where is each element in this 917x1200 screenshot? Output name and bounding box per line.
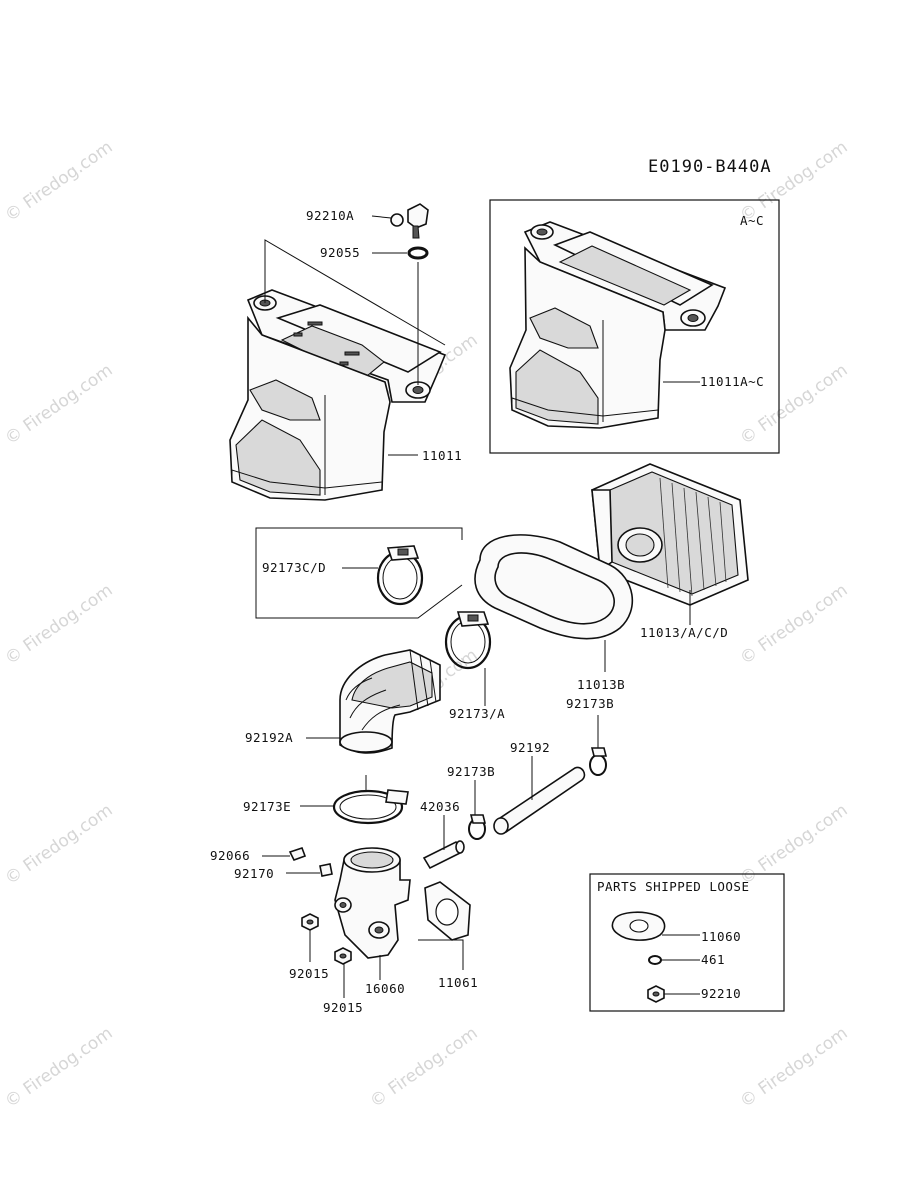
- part-label-11013-a-c-d[interactable]: 11013/A/C/D: [640, 625, 728, 640]
- washer-461: [648, 955, 662, 965]
- watermark: © Firedog.com: [366, 1023, 481, 1112]
- part-label-92173b-lower[interactable]: 92173B: [447, 764, 495, 779]
- pre-cleaner-foam: [474, 534, 634, 640]
- cap-92066: [288, 846, 307, 861]
- hose-clamp-92173b-upper: [589, 747, 608, 776]
- watermark: © Firedog.com: [1, 580, 116, 669]
- nut-92015-left: [301, 913, 319, 931]
- hose-clamp-92173-a: [444, 611, 492, 670]
- air-filter-element: [591, 463, 749, 606]
- part-label-11011[interactable]: 11011: [422, 448, 462, 463]
- part-label-11011a-c[interactable]: 11011A~C: [700, 374, 764, 389]
- part-label-92170[interactable]: 92170: [234, 866, 274, 881]
- watermark: © Firedog.com: [736, 580, 851, 669]
- watermark: © Firedog.com: [1, 800, 116, 889]
- inset-variant-label: A~C: [740, 213, 764, 228]
- hose-clamp-92173c-d: [376, 545, 424, 606]
- diagram-code: E0190-B440A: [648, 157, 772, 177]
- part-label-92015-lower[interactable]: 92015: [323, 1000, 363, 1015]
- part-label-92173e[interactable]: 92173E: [243, 799, 291, 814]
- variant-inset-box: [489, 199, 780, 454]
- nut-92015-lower: [334, 947, 352, 965]
- breather-pipe-42036: [422, 840, 465, 870]
- part-label-92192[interactable]: 92192: [510, 740, 550, 755]
- part-label-92210a[interactable]: 92210A: [306, 208, 354, 223]
- part-label-461[interactable]: 461: [701, 952, 725, 967]
- part-label-92055[interactable]: 92055: [320, 245, 360, 260]
- part-label-11061[interactable]: 11061: [438, 975, 478, 990]
- leader-line: [264, 239, 446, 346]
- clip-92170: [319, 863, 333, 877]
- part-label-11060[interactable]: 11060: [701, 929, 741, 944]
- intake-pipe-16060: [334, 847, 411, 959]
- washer-92055: [407, 246, 429, 260]
- part-label-92173c-d[interactable]: 92173C/D: [262, 560, 326, 575]
- watermark: © Firedog.com: [736, 1023, 851, 1112]
- gasket-11061: [424, 881, 471, 941]
- hose-clamp-92173b-lower: [468, 814, 487, 840]
- hose-clamp-92173e: [332, 789, 409, 825]
- breather-hose-92192: [493, 766, 586, 835]
- intake-elbow-92192a: [339, 649, 441, 754]
- part-label-92192a[interactable]: 92192A: [245, 730, 293, 745]
- watermark: © Firedog.com: [1, 1023, 116, 1112]
- part-label-92173b-upper[interactable]: 92173B: [566, 696, 614, 711]
- air-cleaner-cover-variant: [509, 221, 727, 429]
- watermark: © Firedog.com: [1, 137, 116, 226]
- clamp-inset-frame: [255, 527, 463, 619]
- gasket-11060: [611, 911, 666, 941]
- part-label-92066[interactable]: 92066: [210, 848, 250, 863]
- part-label-92210[interactable]: 92210: [701, 986, 741, 1001]
- wing-nut-92210a: [390, 203, 429, 239]
- part-label-16060[interactable]: 16060: [365, 981, 405, 996]
- air-cleaner-cover: [229, 289, 447, 501]
- watermark: © Firedog.com: [1, 360, 116, 449]
- nut-92210: [647, 985, 665, 1003]
- part-label-11013b[interactable]: 11013B: [577, 677, 625, 692]
- watermark: © Firedog.com: [736, 800, 851, 889]
- part-label-42036[interactable]: 42036: [420, 799, 460, 814]
- part-label-92173-a[interactable]: 92173/A: [449, 706, 505, 721]
- part-label-92015-left[interactable]: 92015: [289, 966, 329, 981]
- parts-shipped-loose-box: [589, 873, 785, 1012]
- parts-shipped-loose-title: PARTS SHIPPED LOOSE: [597, 879, 750, 894]
